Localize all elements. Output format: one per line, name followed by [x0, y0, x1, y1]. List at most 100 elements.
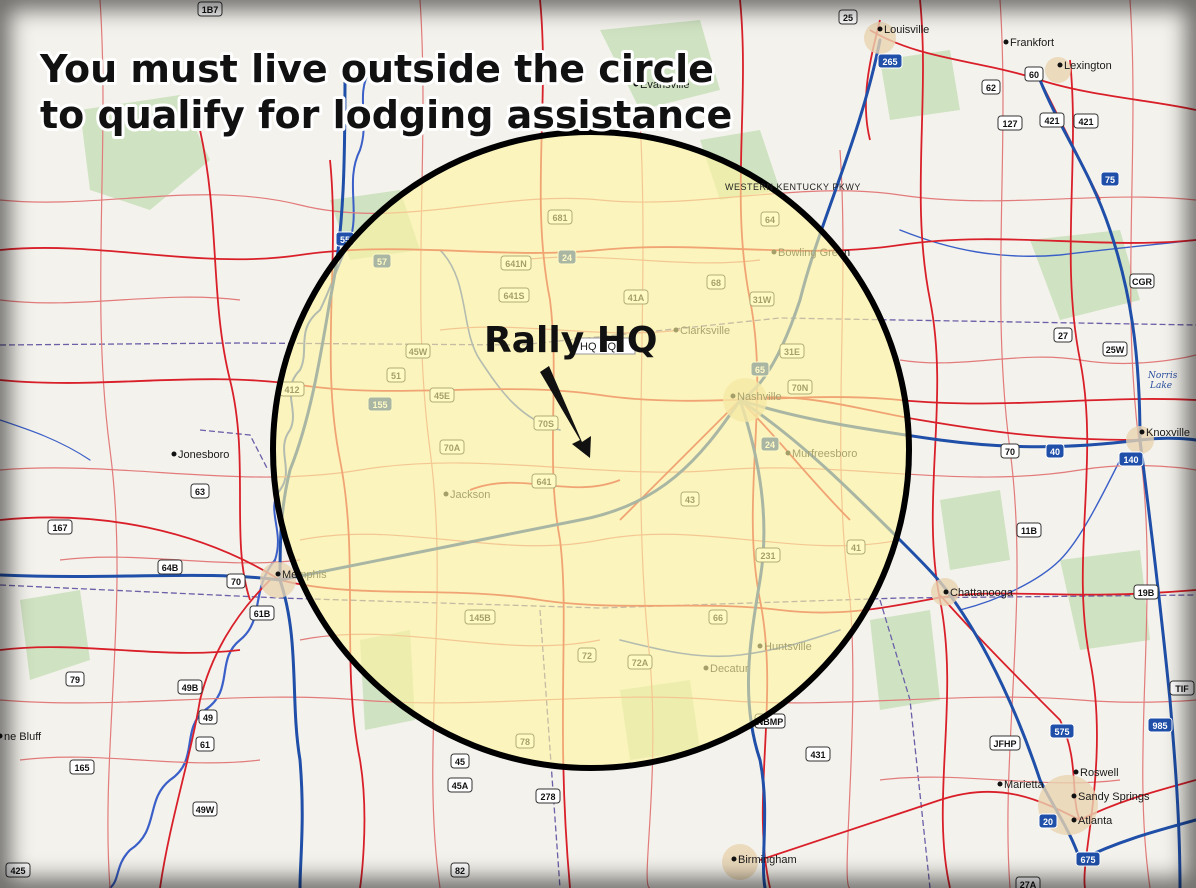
forest-area — [870, 610, 940, 710]
road-number: 40 — [1050, 447, 1060, 457]
road-number: 61 — [200, 740, 210, 750]
road-number: 985 — [1152, 721, 1167, 731]
road-number: 278 — [540, 792, 555, 802]
road-shield — [1045, 443, 1065, 459]
road-number: 20 — [1043, 817, 1053, 827]
road-number: 27 — [1058, 331, 1068, 341]
road-number: 55 — [340, 235, 350, 245]
road-shield — [805, 746, 831, 762]
lake-label: Norris — [1147, 371, 1178, 381]
road-number: 425 — [10, 866, 25, 876]
road-shield — [1102, 341, 1128, 357]
headline-line-1: You must live outside the circle — [39, 47, 714, 91]
road-shield — [447, 777, 473, 793]
road-number: 421 — [1078, 117, 1093, 127]
forest-area — [20, 590, 90, 680]
road-shield — [5, 862, 31, 878]
forest-area — [600, 20, 720, 110]
road-number: 60 — [1029, 70, 1039, 80]
road-shield — [190, 483, 210, 499]
road-shield — [1053, 327, 1073, 343]
road-shield — [1075, 851, 1101, 867]
road-number: 27A — [1020, 880, 1037, 888]
forest-area — [940, 490, 1010, 570]
road-shield — [1133, 584, 1159, 600]
city-dot — [1139, 429, 1145, 435]
road-number: TIF — [1175, 684, 1189, 694]
road-number: 49W — [196, 805, 215, 815]
road-shield — [997, 115, 1023, 131]
city-dot — [0, 733, 3, 739]
road-shield — [450, 753, 470, 769]
road-shield — [1038, 813, 1058, 829]
road-shield — [197, 1, 223, 17]
city-label: Frankfort — [1010, 37, 1054, 49]
urban-area — [1126, 426, 1154, 454]
road-number: 75 — [1105, 175, 1115, 185]
city-dot — [997, 781, 1003, 787]
urban-area — [864, 22, 896, 54]
road-number: CGR — [1132, 277, 1153, 287]
road-shield — [1000, 443, 1020, 459]
forest-area — [1030, 230, 1140, 320]
city-label: Knoxville — [1146, 427, 1190, 439]
road-number: 70 — [1005, 447, 1015, 457]
road-number: 25W — [1106, 345, 1125, 355]
road-number: 19B — [1138, 588, 1155, 598]
arrow-icon — [540, 366, 591, 458]
city-label: Birmingham — [738, 854, 797, 866]
road-number: 82 — [455, 866, 465, 876]
road-number: 265 — [882, 57, 897, 67]
city-dot — [1073, 769, 1079, 775]
city-label: Evansville — [640, 79, 690, 91]
road-shield — [1129, 273, 1155, 289]
road-number: 167 — [52, 523, 67, 533]
city-label: Marietta — [1004, 779, 1045, 791]
eligibility-circle — [270, 129, 912, 771]
city-label: Sandy Springs — [1078, 791, 1150, 803]
road-shield — [989, 735, 1021, 751]
road-shield — [1118, 451, 1144, 467]
city-dot — [731, 856, 737, 862]
forest-area — [80, 95, 210, 210]
road-shield — [838, 9, 858, 25]
road-shield — [69, 759, 95, 775]
road-shield — [1024, 66, 1044, 82]
road-number: 1B7 — [202, 5, 219, 15]
road-number: 63 — [195, 487, 205, 497]
road-number: 11B — [1021, 526, 1038, 536]
road-shield — [981, 79, 1001, 95]
road-shield — [1016, 522, 1042, 538]
urban-area — [260, 562, 296, 598]
rally-hq-label: Rally HQ — [484, 320, 657, 361]
road-number: 127 — [1002, 119, 1017, 129]
city-label: Atlanta — [1078, 815, 1113, 827]
city-dot — [943, 589, 949, 595]
road-shield — [192, 801, 218, 817]
road-shield — [877, 53, 903, 69]
road-shield — [226, 573, 246, 589]
city-dot — [1057, 62, 1063, 68]
city-label: Roswell — [1080, 767, 1119, 779]
road-number: 61B — [254, 609, 271, 619]
road-shield — [450, 862, 470, 878]
road-shield — [157, 559, 183, 575]
road-shield — [1147, 717, 1173, 733]
road-shield — [249, 605, 275, 621]
road-shield — [1100, 171, 1120, 187]
city-dot — [171, 451, 177, 457]
road-number: 165 — [74, 763, 89, 773]
road-number: 421 — [1044, 116, 1059, 126]
road-number: JFHP — [993, 739, 1016, 749]
road-number: 49B — [182, 683, 199, 693]
road-shield — [1039, 112, 1065, 128]
hq-marker-label: HQ HQ — [580, 341, 617, 353]
parkway-label: WESTERN KENTUCKY PKWY — [725, 182, 861, 192]
road-shield — [198, 709, 218, 725]
city-dot — [1071, 817, 1077, 823]
road-shield — [1015, 876, 1041, 888]
road-number: 79 — [70, 675, 80, 685]
headline-line-2: to qualify for lodging assistance — [40, 93, 732, 137]
